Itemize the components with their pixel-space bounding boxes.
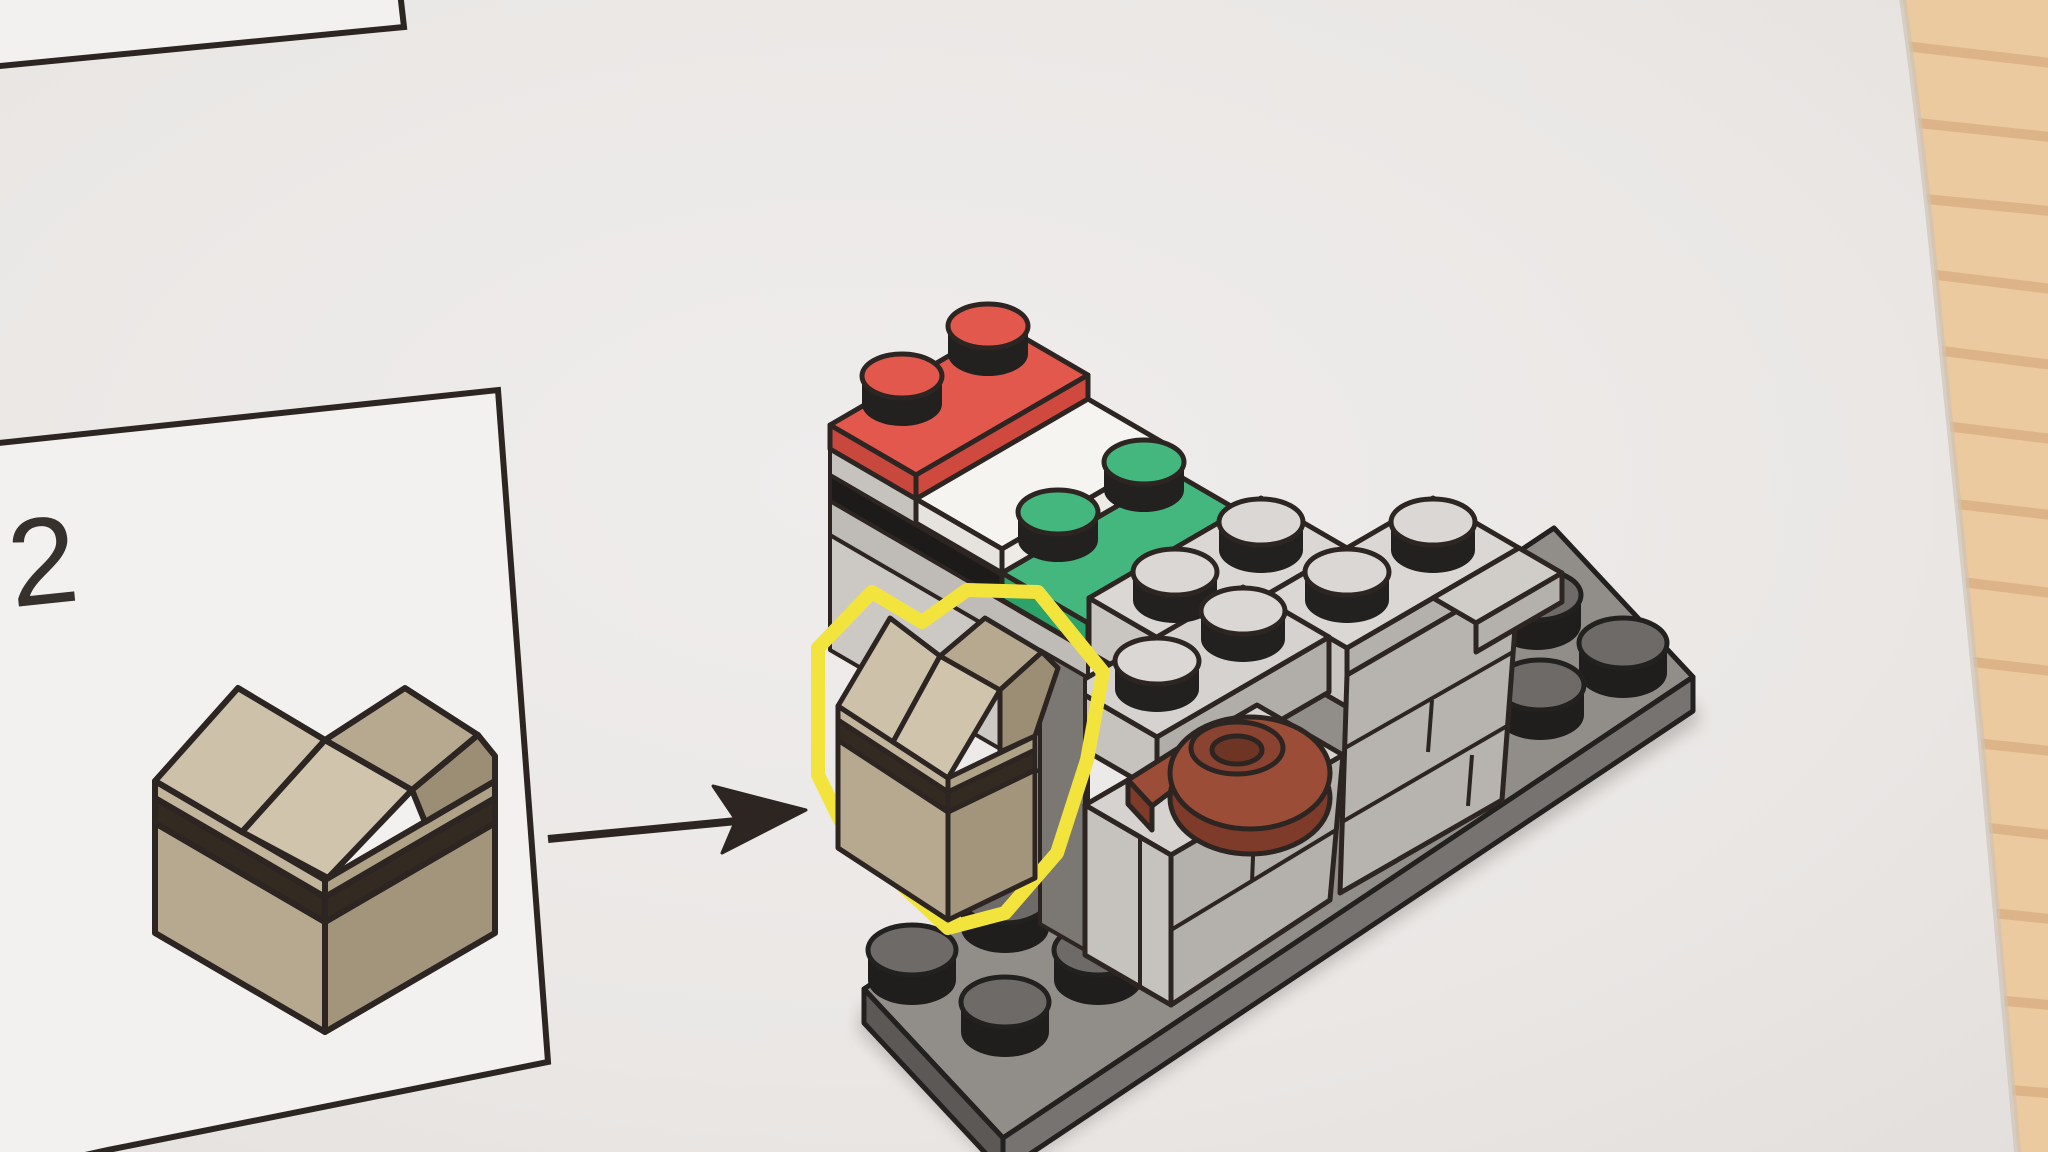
callout-arrow — [547, 784, 808, 855]
gray-stud — [1219, 499, 1303, 573]
green-stud — [1104, 440, 1184, 512]
step-number: 2 — [1, 490, 82, 634]
gray-stud — [1391, 499, 1475, 573]
highlight-outline — [811, 583, 1110, 935]
inset-piece-tan-assembly — [152, 685, 498, 1035]
brown-round-plate — [1125, 714, 1333, 857]
gray-stud — [1115, 638, 1199, 712]
green-stud — [1018, 490, 1098, 562]
previous-step-box — [0, 0, 408, 70]
gray-stud — [1201, 588, 1285, 662]
tan-assembly-target — [835, 615, 1061, 923]
paper-edge-shadow — [1899, 0, 2022, 1152]
red-stud — [862, 354, 942, 426]
gray-stud — [1305, 549, 1389, 623]
main-model — [811, 304, 1700, 1152]
red-stud — [948, 304, 1028, 376]
